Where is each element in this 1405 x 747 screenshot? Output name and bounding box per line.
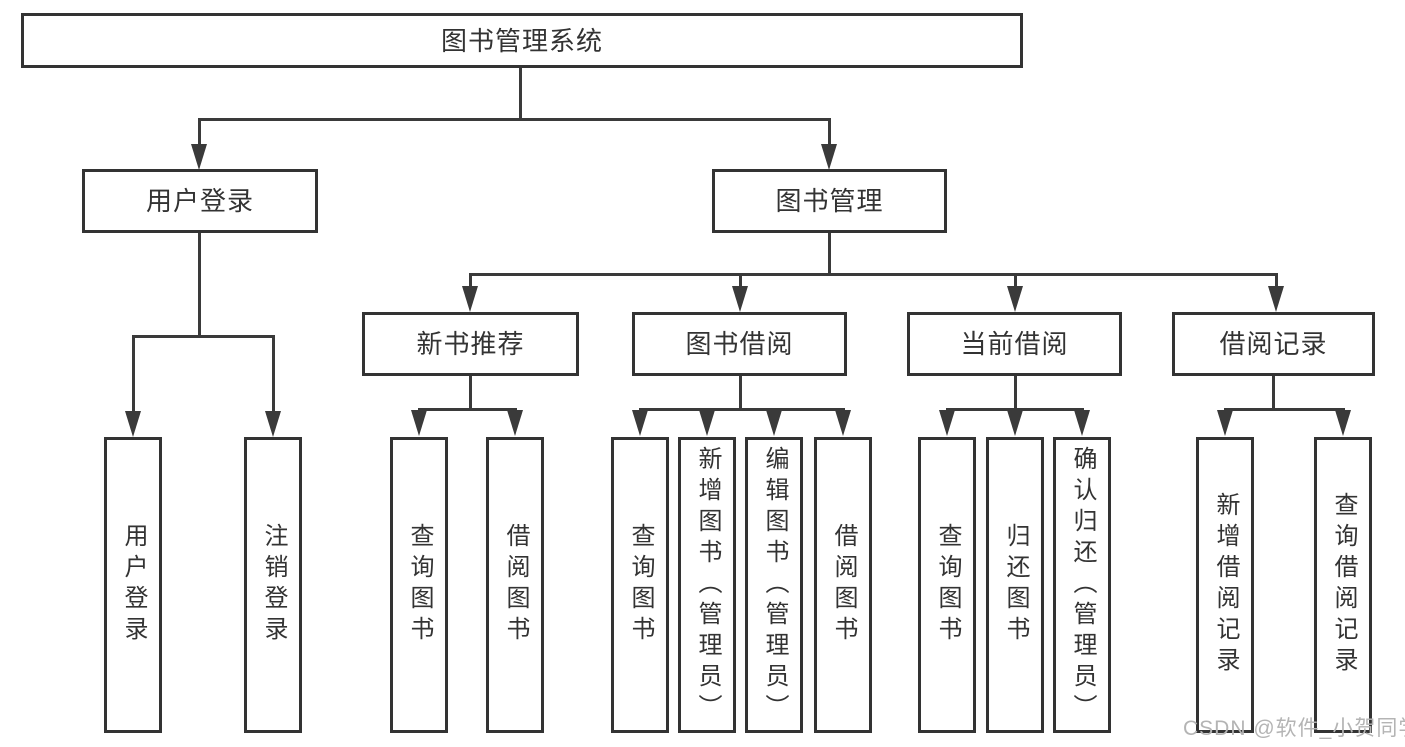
node-add-borrow-record-label: 新增借阅记录: [1212, 492, 1239, 678]
node-logout-leaf-label: 注销登录: [260, 523, 287, 647]
connector-line: [946, 408, 1084, 411]
connector-line: [828, 118, 831, 148]
node-current-borrow-label: 当前借阅: [960, 329, 1069, 359]
connector-line: [198, 233, 201, 337]
node-borrow-books-1: 借阅图书: [486, 437, 544, 733]
node-book-mgmt: 图书管理: [712, 169, 947, 233]
arrowhead-icon: [632, 410, 648, 436]
node-edit-book-admin: 编辑图书（管理员）: [745, 437, 803, 733]
node-query-books-2-label: 查询图书: [627, 523, 654, 647]
connector-line: [1275, 273, 1278, 288]
connector-line: [1014, 376, 1017, 410]
node-borrow-books-1-label: 借阅图书: [502, 523, 529, 647]
node-user-login-leaf: 用户登录: [104, 437, 162, 733]
arrowhead-icon: [507, 410, 523, 436]
node-borrow-records: 借阅记录: [1172, 312, 1375, 376]
node-borrow-books-2: 借阅图书: [814, 437, 872, 733]
node-return-book: 归还图书: [986, 437, 1044, 733]
node-root: 图书管理系统: [21, 13, 1023, 68]
arrowhead-icon: [1074, 410, 1090, 436]
node-query-borrow-record: 查询借阅记录: [1314, 437, 1372, 733]
node-root-label: 图书管理系统: [440, 25, 603, 56]
node-edit-book-admin-label: 编辑图书（管理员）: [761, 445, 788, 725]
node-user-login: 用户登录: [82, 169, 318, 233]
node-query-books-1: 查询图书: [390, 437, 448, 733]
arrowhead-icon: [821, 144, 837, 170]
connector-line: [198, 118, 831, 121]
node-book-borrow-label: 图书借阅: [685, 329, 794, 359]
node-new-book-rec-label: 新书推荐: [416, 329, 525, 359]
node-add-book-admin-label: 新增图书（管理员）: [694, 445, 721, 725]
node-borrow-records-label: 借阅记录: [1219, 329, 1328, 359]
connector-line: [469, 273, 1278, 276]
watermark: CSDN @软件_小贺同学: [1183, 717, 1405, 740]
connector-line: [828, 233, 831, 275]
arrowhead-icon: [462, 286, 478, 312]
arrowhead-icon: [1268, 286, 1284, 312]
arrowhead-icon: [732, 286, 748, 312]
connector-line: [469, 376, 472, 410]
node-query-books-2: 查询图书: [611, 437, 669, 733]
connector-line: [739, 376, 742, 410]
connector-line: [469, 273, 472, 288]
connector-line: [132, 335, 275, 338]
connector-line: [1014, 273, 1017, 288]
arrowhead-icon: [939, 410, 955, 436]
arrowhead-icon: [835, 410, 851, 436]
arrowhead-icon: [265, 411, 281, 437]
connector-line: [132, 335, 135, 415]
node-book-borrow: 图书借阅: [632, 312, 847, 376]
connector-line: [1272, 376, 1275, 410]
arrowhead-icon: [699, 410, 715, 436]
node-add-borrow-record: 新增借阅记录: [1196, 437, 1254, 733]
connector-line: [418, 408, 517, 411]
node-logout-leaf: 注销登录: [244, 437, 302, 733]
node-borrow-books-2-label: 借阅图书: [830, 523, 857, 647]
arrowhead-icon: [1007, 286, 1023, 312]
node-user-login-leaf-label: 用户登录: [120, 523, 147, 647]
node-confirm-return-admin-label: 确认归还（管理员）: [1069, 445, 1096, 725]
node-query-books-3: 查询图书: [918, 437, 976, 733]
connector-line: [272, 335, 275, 415]
connector-line: [739, 273, 742, 288]
connector-line: [198, 118, 201, 148]
arrowhead-icon: [1007, 410, 1023, 436]
node-new-book-rec: 新书推荐: [362, 312, 579, 376]
node-query-books-1-label: 查询图书: [406, 523, 433, 647]
connector-line: [1224, 408, 1345, 411]
arrowhead-icon: [191, 144, 207, 170]
arrowhead-icon: [766, 410, 782, 436]
node-current-borrow: 当前借阅: [907, 312, 1122, 376]
node-book-mgmt-label: 图书管理: [775, 186, 884, 216]
arrowhead-icon: [125, 411, 141, 437]
node-return-book-label: 归还图书: [1002, 523, 1029, 647]
arrowhead-icon: [1217, 410, 1233, 436]
node-query-books-3-label: 查询图书: [934, 523, 961, 647]
node-query-borrow-record-label: 查询借阅记录: [1330, 492, 1357, 678]
node-add-book-admin: 新增图书（管理员）: [678, 437, 736, 733]
connector-line: [519, 66, 522, 120]
arrowhead-icon: [411, 410, 427, 436]
node-confirm-return-admin: 确认归还（管理员）: [1053, 437, 1111, 733]
connector-line: [639, 408, 845, 411]
arrowhead-icon: [1335, 410, 1351, 436]
node-user-login-label: 用户登录: [145, 186, 254, 216]
